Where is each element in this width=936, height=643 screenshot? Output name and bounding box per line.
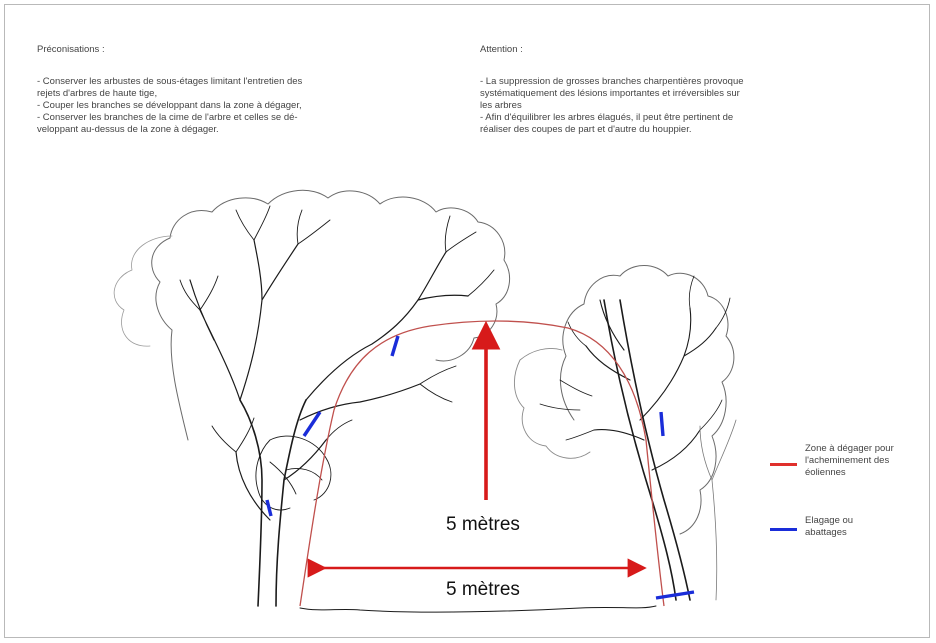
horizontal-measure-label: 5 mètres <box>446 579 520 601</box>
left-canopy-outline <box>152 190 510 440</box>
cut-mark <box>661 412 663 436</box>
right-inner-canopy <box>514 348 590 458</box>
right-twigs <box>540 276 730 440</box>
legend-red-line: l'acheminement des <box>805 455 936 467</box>
legend-red-line: Zone à dégager pour <box>805 443 936 455</box>
right-back-tree <box>700 420 736 600</box>
legend-red-swatch <box>770 463 797 466</box>
legend-blue-line: abattages <box>805 527 936 539</box>
legend-blue-text: Elagage ou abattages <box>805 515 936 539</box>
cut-mark <box>267 500 271 516</box>
ground-line <box>300 606 656 612</box>
left-trunk <box>240 400 306 606</box>
left-twigs <box>180 206 494 452</box>
left-canopy-back <box>114 236 172 346</box>
right-branches <box>586 300 716 470</box>
right-tree <box>514 266 736 601</box>
legend-red-line: éoliennes <box>805 467 936 479</box>
legend-blue-swatch <box>770 528 797 531</box>
clearance-zone-outline <box>300 321 664 606</box>
legend-blue-line: Elagage ou <box>805 515 936 527</box>
vertical-measure-label: 5 mètres <box>446 514 520 536</box>
cut-mark <box>392 336 398 356</box>
left-tree <box>114 190 656 612</box>
legend-red-text: Zone à dégager pour l'acheminement des é… <box>805 443 936 479</box>
right-canopy-outline <box>560 266 733 535</box>
cut-mark <box>304 412 320 436</box>
